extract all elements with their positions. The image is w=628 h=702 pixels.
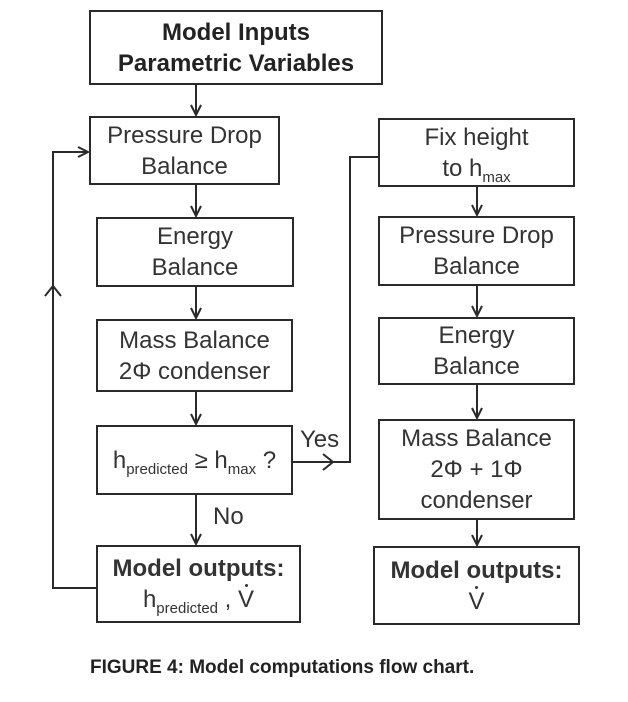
mass-right-line3: condenser [420,487,533,514]
pressure-drop-right-line1: Pressure Drop [399,222,554,249]
mass-left-line1: Mass Balance [119,326,270,354]
fix-height-box: Fix height to hmax [378,118,575,187]
arrow-feedback-loop [52,152,98,589]
yes-label: Yes [300,426,340,453]
model-outputs-box-left: Model outputs: hpredicted , V [96,545,301,623]
decision-box: hpredicted ≥ hmax ? [96,425,293,495]
decision-text: hpredicted ≥ hmax ? [112,445,277,478]
pressure-drop-box-left: Pressure Drop Balance [89,116,280,185]
no-label: No [213,503,244,530]
decision-question: ? [256,446,277,474]
mass-balance-box-left: Mass Balance 2Φ condenser [96,319,293,392]
figure-caption: FIGURE 4: Model computations flow chart. [90,657,475,678]
decision-sub-max: max [227,460,257,478]
mass-balance-box-right: Mass Balance 2Φ + 1Φ condenser [378,419,575,520]
yes-arrowhead [322,453,335,471]
outputs-right-vdot: V [468,585,485,615]
energy-right-line2: Balance [433,353,520,380]
energy-left-line2: Balance [151,254,239,281]
fix-height-sub-max: max [482,168,511,186]
outputs-left-sub: predicted [156,600,219,617]
mass-right-line2: 2Φ + 1Φ [430,456,523,483]
outputs-left-vdot: V [238,584,255,613]
outputs-left-sep: , [218,586,239,613]
decision-operator: ≥ h [187,446,228,474]
fix-height-line1: Fix height [424,123,529,151]
outputs-left-values: hpredicted , V [142,584,255,617]
loop-up-chevron [44,284,62,297]
pressure-drop-left-line1: Pressure Drop [107,121,262,149]
model-outputs-box-right: Model outputs: V [373,546,580,625]
outputs-left-title: Model outputs: [112,555,285,582]
outputs-right-values: V [468,585,485,617]
energy-balance-box-right: Energy Balance [378,317,575,385]
fix-height-to-h: to h [442,154,483,182]
outputs-left-h: h [142,586,157,613]
decision-h: h [112,446,127,474]
model-inputs-line1: Model Inputs [162,18,310,46]
outputs-right-title: Model outputs: [390,556,563,584]
pressure-drop-right-line2: Balance [433,253,520,280]
arrow-decision-yes [293,156,378,463]
energy-balance-box-left: Energy Balance [96,217,294,287]
mass-right-line1: Mass Balance [401,425,552,452]
energy-right-line1: Energy [438,322,515,349]
pressure-drop-left-line2: Balance [141,152,228,180]
mass-left-line2: 2Φ condenser [118,357,271,385]
pressure-drop-box-right: Pressure Drop Balance [378,216,575,286]
fix-height-line2: to hmax [442,153,511,186]
decision-sub-predicted: predicted [126,460,188,478]
energy-left-line1: Energy [156,223,234,250]
model-inputs-box: Model Inputs Parametric Variables [89,10,383,85]
model-inputs-line2: Parametric Variables [117,49,355,77]
